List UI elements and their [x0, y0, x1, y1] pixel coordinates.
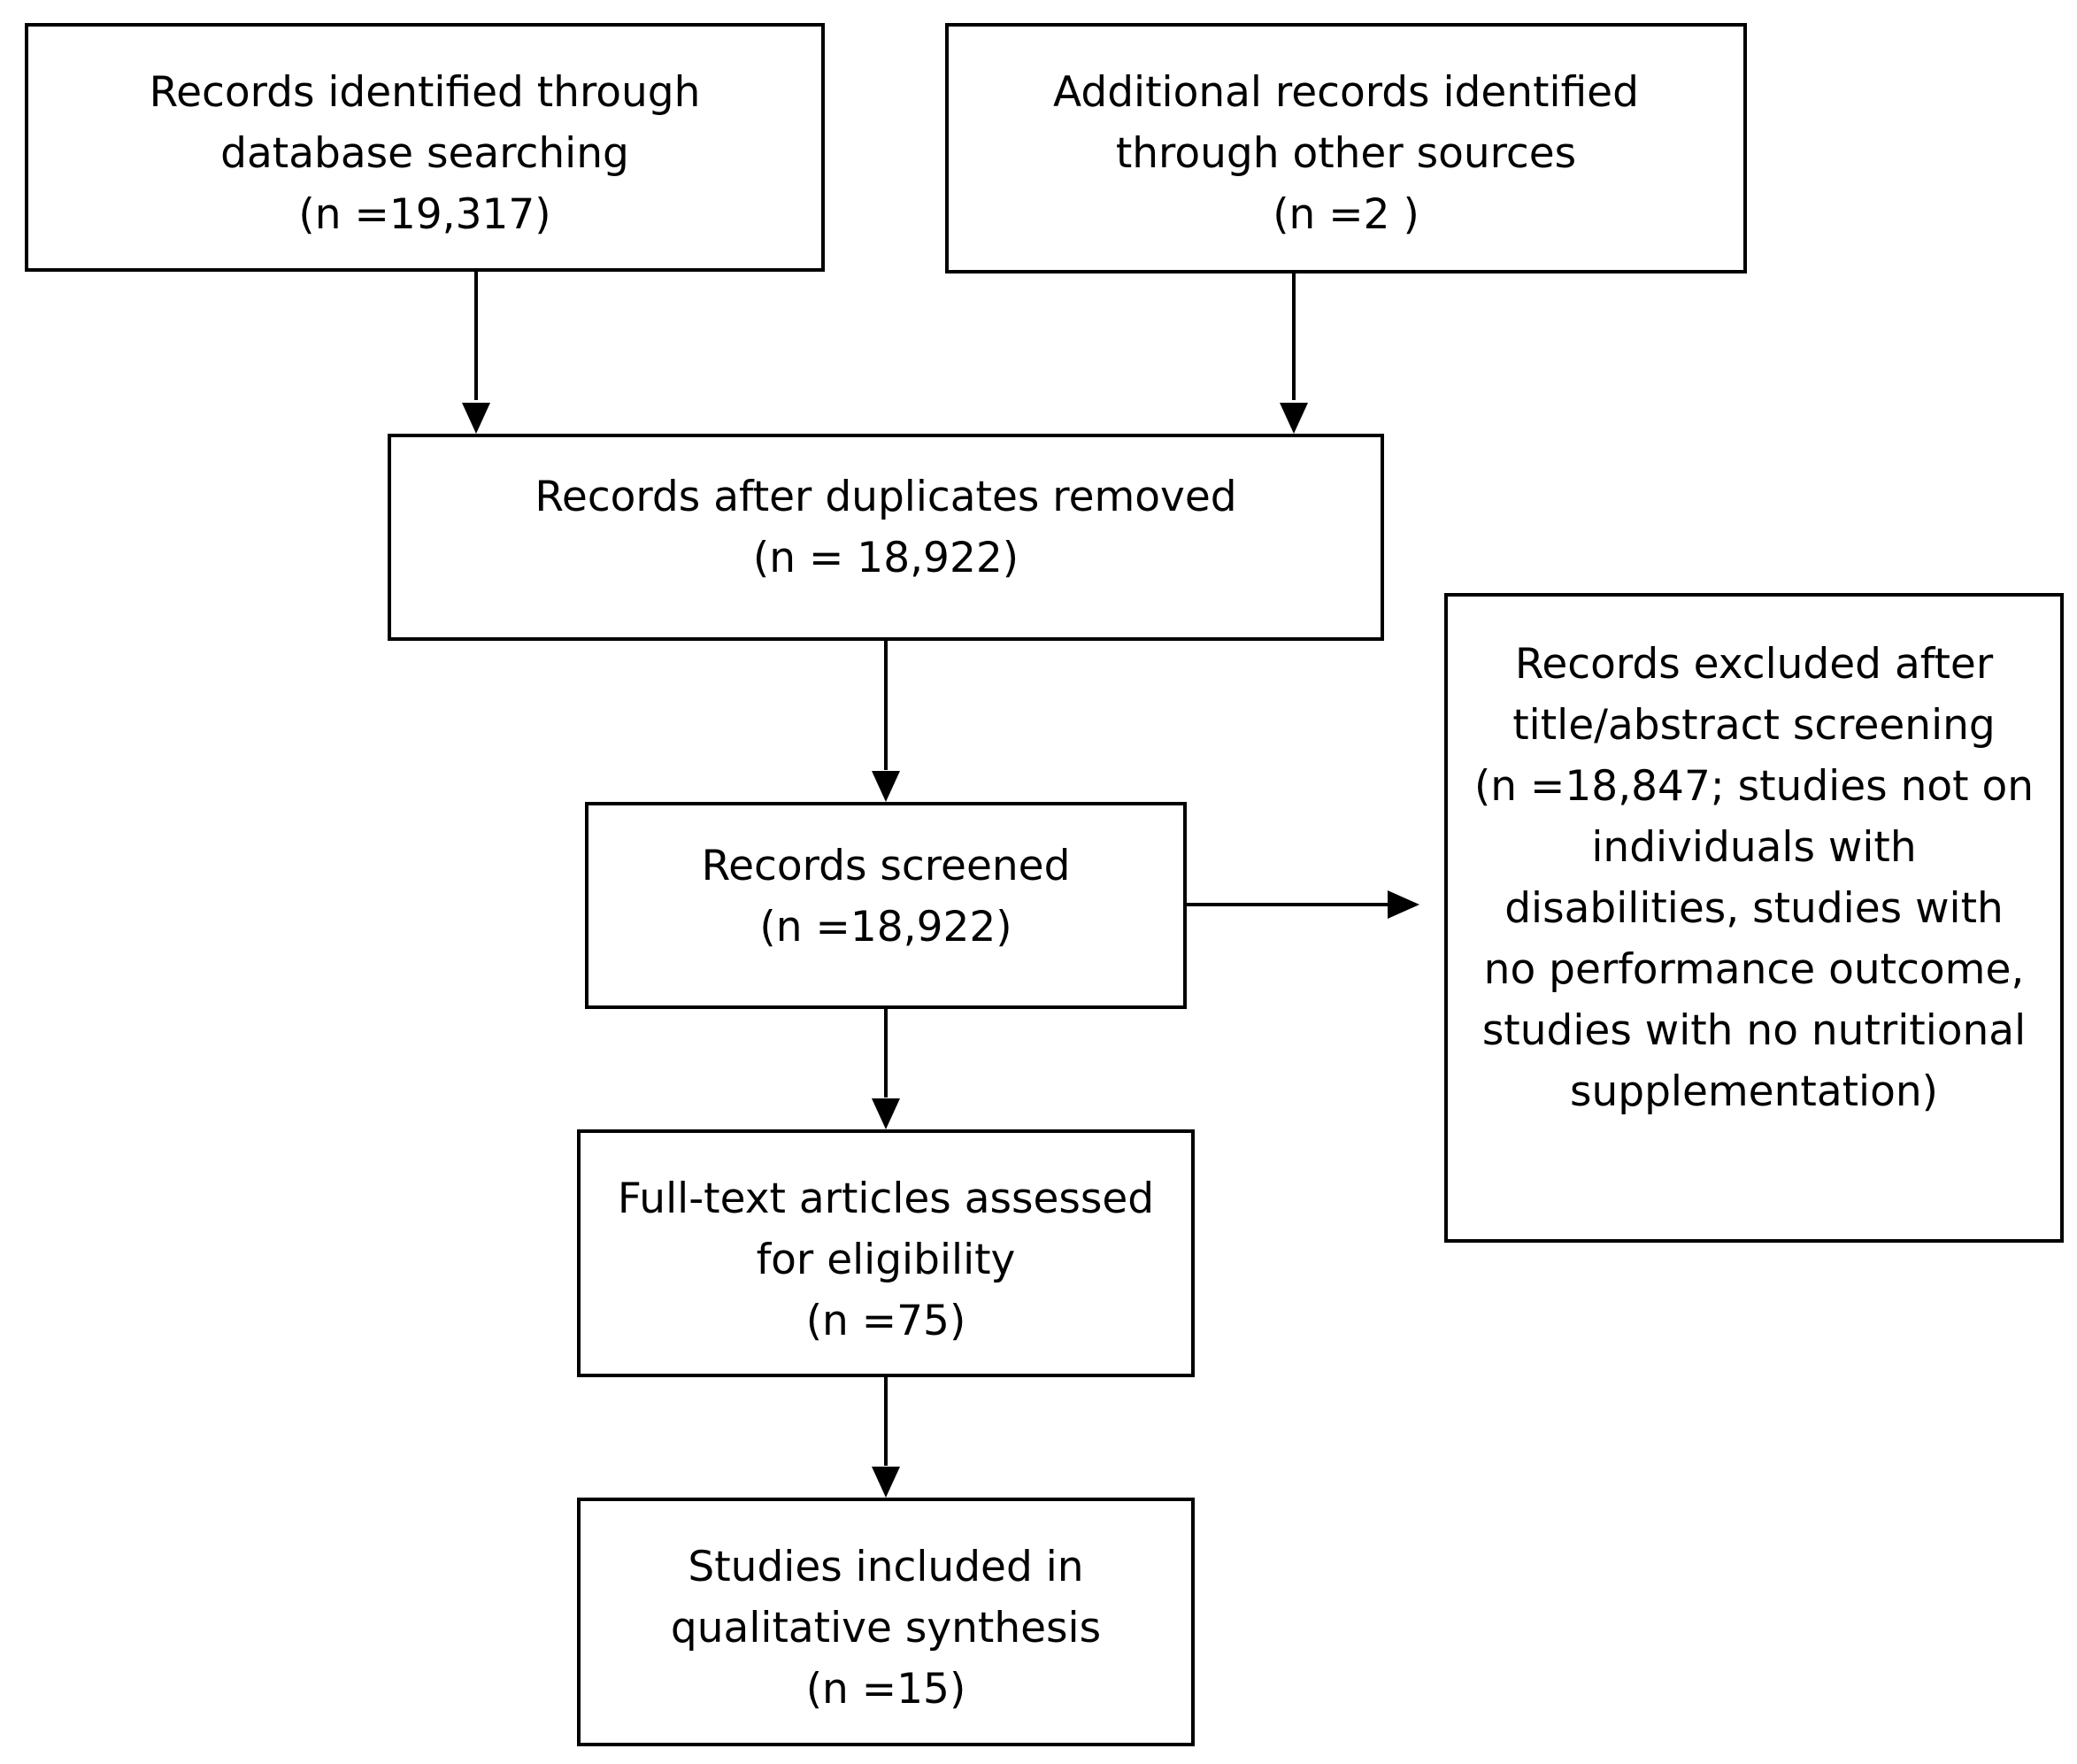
box-line: through other sources — [1115, 129, 1577, 178]
box-line: for eligibility — [756, 1236, 1016, 1284]
box-line: supplementation) — [1569, 1067, 1938, 1116]
box-records-identified-database: Records identified through database sear… — [25, 23, 825, 272]
box-line: disabilities, studies with — [1504, 884, 2004, 933]
arrowhead-fulltext — [872, 1098, 900, 1129]
arrowhead-included — [872, 1467, 900, 1498]
box-line: Records identified through — [149, 68, 701, 117]
box-line: title/abstract screening — [1512, 701, 1996, 750]
box-line: Records after duplicates removed — [535, 473, 1237, 521]
box-line: Records screened — [701, 842, 1071, 890]
box-line: Full-text articles assessed — [617, 1175, 1155, 1223]
box-line: database searching — [220, 129, 629, 178]
box-line: Records excluded after — [1514, 640, 1994, 689]
arrowhead-screened — [872, 771, 900, 802]
box-full-text-articles: Full-text articles assessed for eligibil… — [577, 1129, 1195, 1377]
box-line: (n = 18,922) — [752, 534, 1019, 582]
arrowhead-excluded — [1388, 890, 1419, 919]
box-line: Additional records identified — [1053, 68, 1639, 117]
box-line: individuals with — [1591, 823, 1917, 872]
box-line: (n =19,317) — [298, 190, 551, 239]
box-line: (n =15) — [805, 1665, 966, 1714]
box-line: studies with no nutritional — [1481, 1006, 2027, 1055]
box-additional-records: Additional records identified through ot… — [945, 23, 1747, 273]
box-records-after-duplicates: Records after duplicates removed (n = 18… — [388, 434, 1384, 641]
arrowhead-other — [1280, 403, 1308, 434]
box-line: no performance outcome, — [1483, 945, 2025, 994]
box-records-screened: Records screened (n =18,922) — [585, 802, 1187, 1009]
box-line: qualitative synthesis — [670, 1604, 1102, 1652]
box-records-excluded: Records excluded after title/abstract sc… — [1444, 593, 2064, 1243]
box-line: Studies included in — [688, 1543, 1084, 1591]
arrowhead-db — [462, 403, 490, 434]
box-line: (n =18,847; studies not on — [1473, 762, 2035, 811]
box-studies-included: Studies included in qualitative synthesi… — [577, 1498, 1195, 1746]
box-line: (n =2 ) — [1273, 190, 1419, 239]
box-line: (n =18,922) — [759, 903, 1012, 951]
box-line: (n =75) — [805, 1297, 966, 1345]
